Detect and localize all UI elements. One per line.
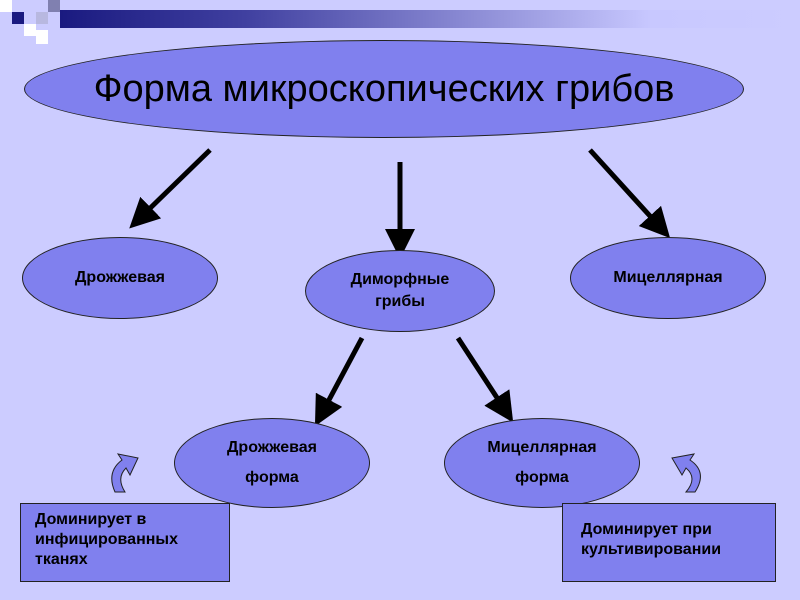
- curved-arrow-right-icon: [671, 453, 701, 493]
- arrow-to-mycelial: [588, 148, 671, 239]
- node-mycelial-form-label-2: форма: [515, 469, 569, 486]
- node-yeast-form-label-2: форма: [245, 469, 299, 486]
- node-mycelial-form: Мицеллярная форма: [444, 418, 640, 508]
- header-stripe-shadow: [36, 30, 48, 44]
- node-yeast-form: Дрожжевая форма: [174, 418, 370, 508]
- note-left-box: Доминирует в инфицированных тканях: [20, 503, 230, 582]
- node-mycelial-form-label-1: Мицеллярная: [487, 439, 597, 456]
- node-dimorphic-label-2: грибы: [375, 293, 425, 310]
- arrow-to-yeast: [129, 148, 212, 229]
- node-yeast-form-label-1: Дрожжевая: [227, 439, 317, 456]
- node-yeast: Дрожжевая: [22, 237, 218, 319]
- node-mycelial-label: Мицеллярная: [613, 269, 723, 286]
- node-dimorphic-label-1: Диморфные: [350, 271, 450, 288]
- title-ellipse: Форма микроскопических грибов: [24, 40, 744, 138]
- note-left-text: Доминирует в инфицированных тканях: [35, 511, 178, 568]
- curved-arrow-left-icon: [111, 453, 139, 493]
- header-stripe: [60, 10, 800, 28]
- node-mycelial: Мицеллярная: [570, 237, 766, 319]
- node-yeast-label: Дрожжевая: [75, 269, 165, 286]
- page-title: Форма микроскопических грибов: [93, 67, 675, 110]
- arrow-to-yeast-form: [314, 336, 365, 427]
- arrow-to-mycelial-form: [455, 336, 514, 423]
- note-right-text: Доминирует при культивировании: [581, 521, 722, 558]
- note-right-box: Доминирует при культивировании: [562, 503, 776, 582]
- node-dimorphic: Диморфные грибы: [305, 250, 495, 332]
